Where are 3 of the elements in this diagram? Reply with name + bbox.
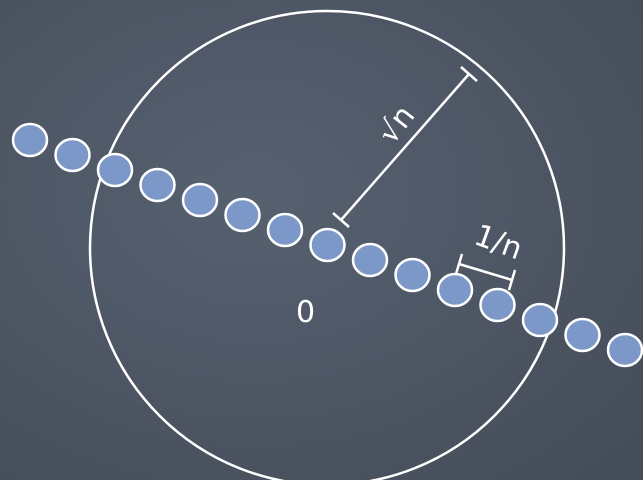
dimension-label: 1/n (470, 220, 526, 266)
dimension-label: √n (374, 100, 421, 150)
origin-label: 0 (296, 298, 316, 328)
